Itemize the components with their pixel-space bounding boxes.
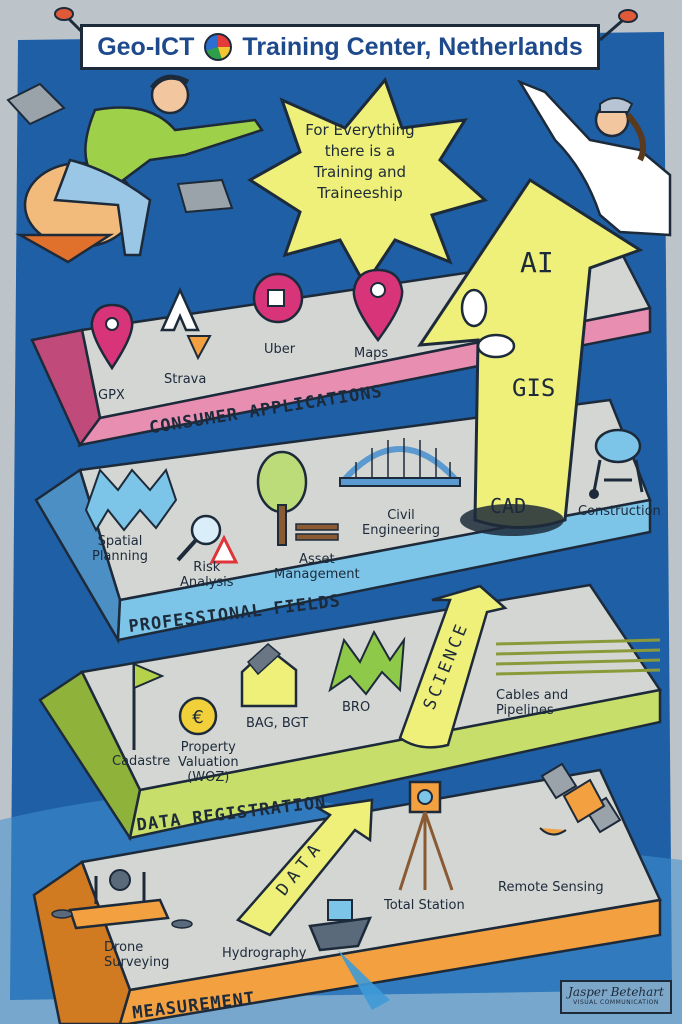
signature-name: Jasper Betehart (568, 985, 664, 999)
data-arrow (235, 798, 374, 937)
remote-sensing-label: Remote Sensing (498, 880, 604, 895)
ai-gis-cad-arrow (417, 177, 644, 536)
strava-label: Strava (164, 372, 207, 387)
cables-icon (495, 638, 661, 676)
civil-engineering-line-2: Engineering (362, 523, 440, 538)
sneaker-icon (460, 288, 516, 359)
title-left: Geo-ICT (97, 32, 195, 61)
drone-icon (51, 869, 193, 930)
risk-analysis-line-2: Analysis (180, 575, 234, 590)
hydrography-label: Hydrography (222, 946, 307, 961)
title-right: Training Center, Netherlands (242, 32, 583, 61)
gpx-pin-icon (90, 303, 134, 371)
risk-analysis-label: Risk Analysis (180, 560, 234, 590)
asset-management-line-1: Asset (299, 552, 335, 567)
asset-management-line-2: Management (274, 567, 360, 582)
cadastre-label: Cadastre (112, 754, 171, 769)
bench-icon (295, 523, 339, 541)
total-station-icon (398, 780, 454, 891)
strava-logo-icon (160, 286, 212, 361)
drone-surveying-line-1: Drone (104, 940, 144, 955)
drone-surveying-line-2: Surveying (104, 955, 170, 970)
map-tile-icon (6, 82, 234, 214)
arrow-word-ai: AI (520, 246, 554, 279)
slogan-line-3: Training and (313, 163, 407, 181)
slogan-line-4: Traineeship (317, 184, 403, 202)
property-valuation-label: Property Valuation (WOZ) (178, 740, 239, 785)
bag-bgt-label: BAG, BGT (246, 716, 309, 731)
asset-management-label: Asset Management (274, 552, 360, 582)
drone-surveying-label: Drone Surveying (104, 940, 169, 970)
boat-sonar-icon (308, 899, 390, 1010)
slogan-line-2: there is a (324, 142, 396, 160)
maps-pin-icon (352, 268, 404, 343)
science-arrow (398, 584, 508, 749)
man-character (15, 74, 264, 264)
civil-engineering-label: Civil Engineering (362, 508, 440, 538)
cadastre-flag-icon (132, 662, 165, 750)
civil-engineering-line-1: Civil (387, 508, 415, 523)
uber-logo-icon (252, 272, 304, 324)
signature-subtitle: VISUAL COMMUNICATION (573, 999, 659, 1006)
artist-signature: Jasper Betehart VISUAL COMMUNICATION (560, 980, 672, 1014)
spatial-planning-line-1: Spatial (97, 534, 143, 549)
maps-label: Maps (354, 346, 389, 361)
property-valuation-line-2: Valuation (178, 755, 239, 770)
slogan-line-1: For Everything (305, 121, 415, 139)
arrow-word-gis: GIS (512, 374, 556, 402)
cement-mixer-icon (589, 428, 644, 499)
risk-analysis-line-1: Risk (193, 560, 221, 575)
uber-label: Uber (264, 342, 296, 357)
house-icon (240, 643, 298, 708)
slogan: For Everything there is a Training and T… (290, 120, 430, 204)
property-valuation-line-3: (WOZ) (187, 770, 230, 785)
slogan-starburst (247, 77, 489, 288)
bro-label: BRO (342, 700, 371, 715)
bro-terrain-icon (328, 629, 406, 696)
euro-coin-icon: € (178, 696, 218, 736)
arrow-word-cad: CAD (490, 494, 527, 518)
construction-label: Construction (578, 504, 661, 519)
magnifier-warning-icon (176, 514, 239, 564)
globe-logo-icon (204, 33, 233, 61)
gpx-label: GPX (98, 388, 125, 403)
spatial-planning-map-icon (84, 467, 178, 533)
spatial-planning-label: Spatial Planning (92, 534, 148, 564)
title-banner: Geo-ICT Training Center, Netherlands (80, 24, 600, 70)
svg-text:€: € (192, 707, 203, 728)
woman-character (517, 79, 672, 237)
pushpin-right-icon (599, 9, 638, 42)
bridge-icon (339, 438, 461, 487)
spatial-planning-line-2: Planning (92, 549, 148, 564)
property-valuation-line-1: Property (180, 740, 236, 755)
cables-pipelines-label: Cables and Pipelines (496, 688, 568, 718)
total-station-label: Total Station (384, 898, 465, 913)
satellite-icon (539, 762, 622, 836)
cables-pipelines-line-2: Pipelines (496, 703, 554, 718)
tree-icon (256, 450, 308, 546)
cables-pipelines-line-1: Cables and (496, 688, 569, 703)
